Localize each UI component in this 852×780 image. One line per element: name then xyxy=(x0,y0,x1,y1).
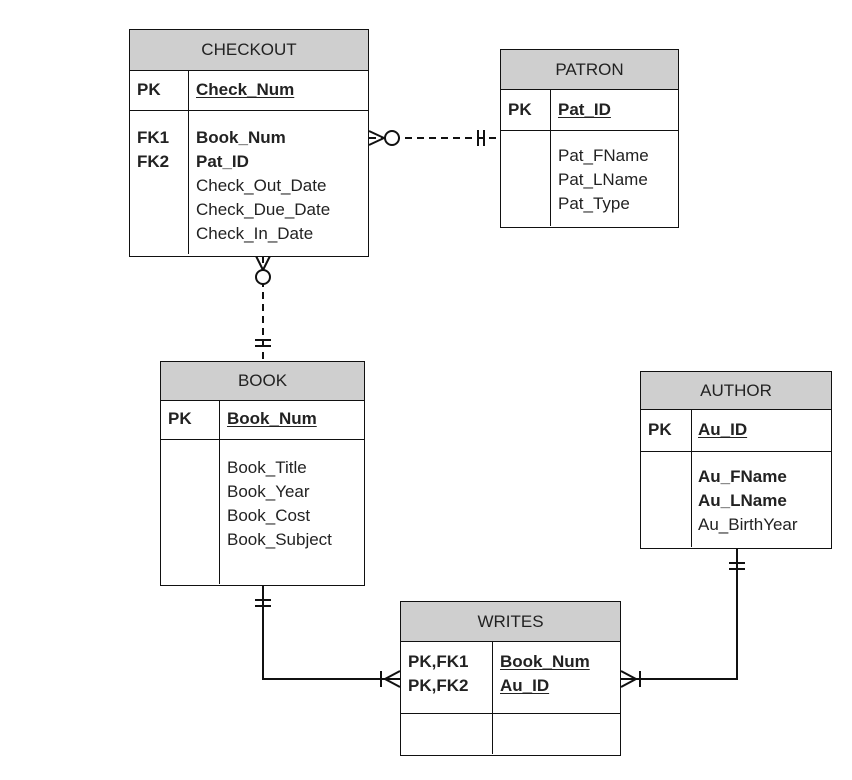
pk-row: PK Check_Num xyxy=(130,71,368,111)
attr: Pat_Type xyxy=(558,194,630,213)
fk2-label: FK2 xyxy=(137,152,170,171)
attr-row: Au_FName Au_LName Au_BirthYear xyxy=(641,452,831,547)
pk-row: PK Au_ID xyxy=(641,410,831,452)
rel-book-writes xyxy=(262,585,400,680)
crowfoot-writes-left xyxy=(384,670,401,680)
fk1-label: FK1 xyxy=(137,128,170,147)
pk-attr: Au_ID xyxy=(698,420,748,439)
pk-label: PK xyxy=(168,409,192,428)
pk-attr: Book_Num xyxy=(500,652,590,671)
optional-circle-checkout xyxy=(384,130,400,146)
optional-circle-checkout-bottom xyxy=(255,269,271,285)
crowfoot-writes-right xyxy=(620,670,637,680)
entity-title: AUTHOR xyxy=(641,372,831,410)
pk-attr: Au_ID xyxy=(500,676,550,695)
pk-label: PK xyxy=(648,420,672,439)
pk-attr: Check_Num xyxy=(196,80,295,99)
entity-author: AUTHOR PK Au_ID Au_FName Au_LName Au_Bir… xyxy=(640,371,832,549)
entity-book: BOOK PK Book_Num Book_Title Book_Year Bo… xyxy=(160,361,365,586)
attr: Pat_LName xyxy=(558,170,648,189)
attr: Book_Year xyxy=(227,482,310,501)
pk-label: PK xyxy=(508,100,532,119)
crowfoot-checkout-bottom xyxy=(255,255,264,271)
attr: Check_In_Date xyxy=(196,224,314,243)
entity-writes: WRITES PK,FK1 PK,FK2 Book_Num Au_ID xyxy=(400,601,621,756)
entity-checkout: CHECKOUT PK Check_Num FK1 FK2 Book_Num P… xyxy=(129,29,369,257)
attr: Check_Out_Date xyxy=(196,176,327,195)
attr-row: Book_Title Book_Year Book_Cost Book_Subj… xyxy=(161,440,364,584)
entity-title: PATRON xyxy=(501,50,678,90)
pk-row: PK Pat_ID xyxy=(501,90,678,131)
attr: Pat_FName xyxy=(558,146,649,165)
attr: Au_FName xyxy=(698,467,787,486)
entity-title: WRITES xyxy=(401,602,620,642)
pk-label: PK xyxy=(137,80,161,99)
crowfoot-checkout xyxy=(368,130,385,139)
pk-row: PK,FK1 PK,FK2 Book_Num Au_ID xyxy=(401,642,620,714)
entity-title: BOOK xyxy=(161,362,364,401)
pk-fk-label: PK,FK1 xyxy=(408,652,469,671)
attr-row: Pat_FName Pat_LName Pat_Type xyxy=(501,131,678,226)
pk-attr: Book_Num xyxy=(227,409,317,428)
attr: Check_Due_Date xyxy=(196,200,331,219)
attr: Book_Subject xyxy=(227,530,332,549)
attr: Pat_ID xyxy=(196,152,249,171)
pk-attr: Pat_ID xyxy=(558,100,611,119)
attr: Au_LName xyxy=(698,491,787,510)
entity-title: CHECKOUT xyxy=(130,30,368,71)
attr-row xyxy=(401,714,620,754)
attr: Book_Title xyxy=(227,458,307,477)
pk-fk-label: PK,FK2 xyxy=(408,676,469,695)
attr: Au_BirthYear xyxy=(698,515,798,534)
pk-row: PK Book_Num xyxy=(161,401,364,440)
rel-author-writes xyxy=(621,548,738,680)
attr-row: FK1 FK2 Book_Num Pat_ID Check_Out_Date C… xyxy=(130,111,368,254)
entity-patron: PATRON PK Pat_ID Pat_FName Pat_LName Pat… xyxy=(500,49,679,228)
attr: Book_Cost xyxy=(227,506,311,525)
attr: Book_Num xyxy=(196,128,286,147)
